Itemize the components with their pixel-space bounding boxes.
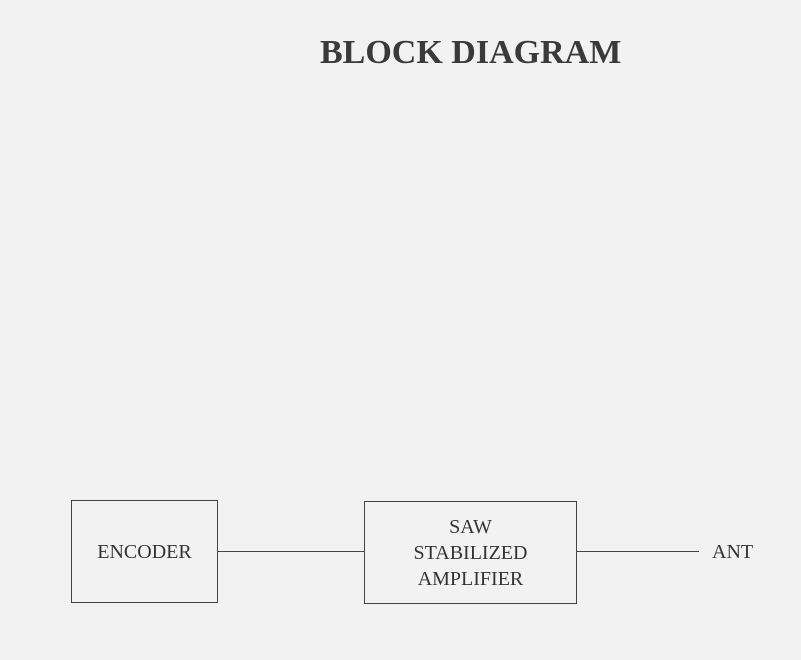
encoder-label: ENCODER	[97, 540, 192, 563]
saw-amplifier-block: SAW STABILIZED AMPLIFIER	[364, 501, 577, 604]
antenna-label: ANT	[712, 541, 754, 563]
amplifier-label-line2: STABILIZED	[413, 541, 528, 564]
amplifier-label-line3: AMPLIFIER	[417, 567, 524, 590]
connector-encoder-amplifier	[218, 551, 364, 552]
connector-amplifier-antenna	[577, 551, 699, 552]
diagram-title: BLOCK DIAGRAM	[320, 34, 622, 71]
encoder-block: ENCODER	[71, 500, 218, 603]
amplifier-label-line1: SAW	[449, 515, 492, 538]
